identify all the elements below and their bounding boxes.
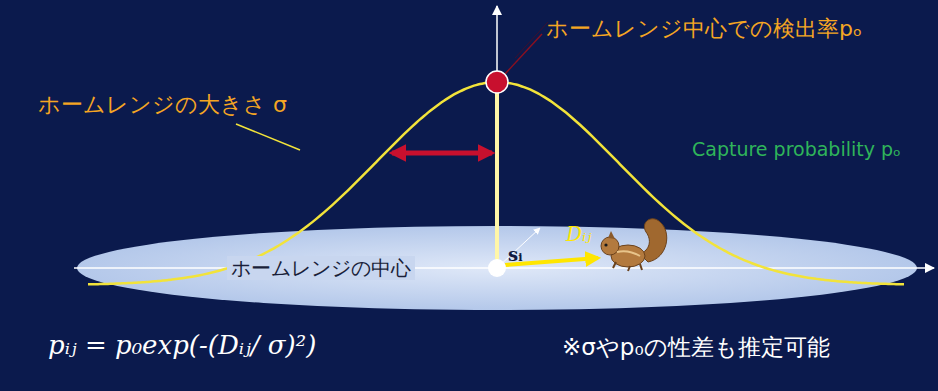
callout-label: ホームレンジの大きさ σ (38, 92, 287, 118)
label-slot: Capture probability pₒ (692, 138, 901, 161)
leader-line (515, 22, 548, 58)
callout-label: ホームレンジ中心での検出率pₒ (546, 16, 862, 42)
label-slot: ホームレンジの大きさ σ (38, 92, 287, 118)
leader-line (236, 124, 300, 150)
peak-line (495, 92, 499, 266)
home-range-ellipse: ホームレンジの中心 (77, 226, 917, 310)
sigma-arrow (392, 151, 492, 156)
note-text: ※σやp₀の性差も推定可能 (562, 334, 830, 362)
distance-symbol: Dᵢⱼ (566, 222, 591, 246)
y-axis (496, 6, 498, 268)
peak-dot (486, 71, 508, 93)
node-label: ホームレンジの中心 (227, 256, 415, 280)
label-slot: ホームレンジ中心での検出率pₒ (546, 16, 862, 42)
label-slot: Dᵢⱼ (566, 222, 591, 246)
formula: pᵢⱼ = p₀exp(-(Dᵢⱼ/ σ)²) (48, 330, 316, 361)
ellipse-outline (77, 226, 917, 310)
center-dot (488, 259, 506, 277)
leader-line (505, 34, 542, 74)
center-symbol: sᵢ (508, 244, 522, 266)
label-slot: ※σやp₀の性差も推定可能 (562, 334, 830, 362)
curve-label: Capture probability pₒ (692, 138, 901, 161)
label-slot: pᵢⱼ = p₀exp(-(Dᵢⱼ/ σ)²) (48, 330, 316, 361)
label-slot: sᵢ (508, 244, 522, 266)
